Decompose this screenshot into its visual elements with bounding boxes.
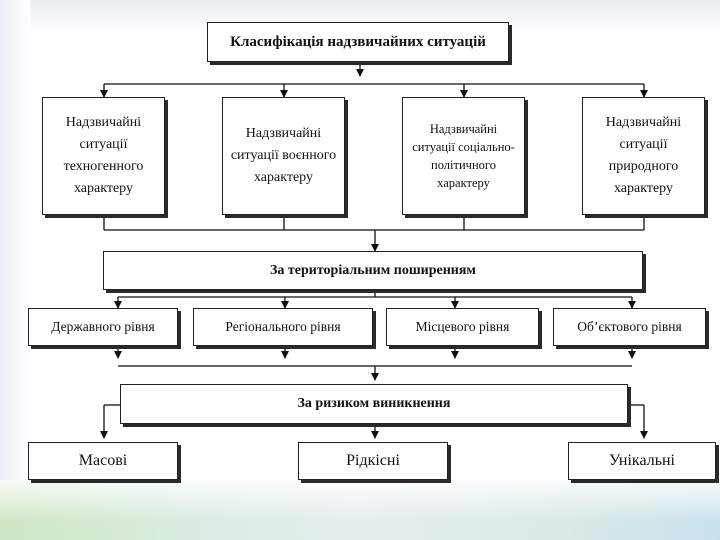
risk-unique-box: Унікальні [568, 442, 716, 480]
level-state-label: Державного рівня [51, 319, 154, 335]
level-regional-label: Регіонального рівня [225, 319, 340, 335]
category-sociopolitical-label: Надзвичайні ситуації соціально-політично… [409, 120, 518, 192]
risk-unique-label: Унікальні [609, 452, 675, 470]
risk-section-box: За ризиком виникнення [120, 384, 628, 424]
category-natural-box: Надзвичайні ситуації природного характер… [582, 97, 705, 215]
category-technogenic-label: Надзвичайні ситуації техногенного характ… [49, 112, 158, 200]
level-regional-box: Регіонального рівня [193, 308, 373, 346]
level-local-box: Місцевого рівня [386, 308, 539, 346]
category-sociopolitical-box: Надзвичайні ситуації соціально-політично… [402, 97, 525, 215]
level-object-label: Об’єктового рівня [577, 319, 681, 335]
risk-section-title: За ризиком виникнення [298, 396, 451, 412]
root-classification-box: Класифікація надзвичайних ситуацій [207, 22, 509, 62]
risk-mass-label: Масові [79, 452, 127, 470]
category-natural-label: Надзвичайні ситуації природного характер… [589, 112, 698, 200]
level-local-label: Місцевого рівня [416, 319, 510, 335]
level-object-box: Об’єктового рівня [553, 308, 706, 346]
category-technogenic-box: Надзвичайні ситуації техногенного характ… [42, 97, 165, 215]
root-label: Класифікація надзвичайних ситуацій [230, 34, 486, 51]
risk-rare-box: Рідкісні [298, 442, 448, 480]
territorial-section-box: За територіальним поширенням [103, 251, 643, 290]
risk-rare-label: Рідкісні [346, 452, 400, 470]
level-state-box: Державного рівня [28, 308, 178, 346]
category-military-box: Надзвичайні ситуації воєнного характеру [222, 97, 345, 215]
risk-mass-box: Масові [28, 442, 178, 480]
category-military-label: Надзвичайні ситуації воєнного характеру [229, 123, 338, 189]
territorial-section-title: За територіальним поширенням [270, 263, 476, 279]
